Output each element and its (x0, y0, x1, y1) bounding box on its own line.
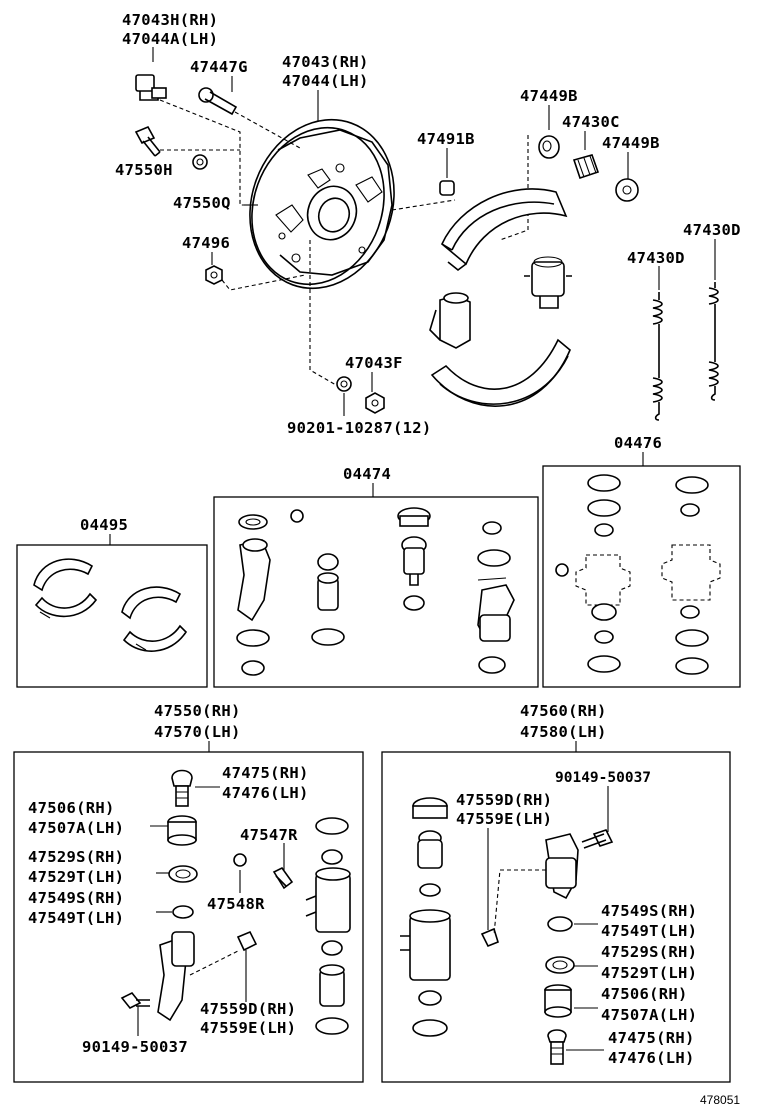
label-47476-left: 47476(LH) (222, 784, 309, 802)
label-47549S-left: 47549S(RH) (28, 889, 124, 907)
label-47549T-left: 47549T(LH) (28, 909, 124, 927)
assembly-box-47560 (381, 751, 731, 1083)
label-04495: 04495 (80, 516, 128, 534)
bleeder-plug-left-icon (171, 769, 193, 807)
label-47550: 47550(RH) (154, 702, 241, 720)
bleeder-screw-left-icon (272, 866, 294, 890)
kit-box-04474 (213, 496, 539, 688)
wheel-cylinder-left-body-icon (305, 817, 351, 1035)
label-47475-left: 47475(RH) (222, 764, 309, 782)
label-47559E-left: 47559E(LH) (200, 1019, 296, 1037)
clip-right-icon (480, 927, 499, 948)
label-47447G: 47447G (190, 58, 248, 76)
piston-right-icon (544, 984, 572, 1018)
nut-icon (205, 265, 223, 285)
screw-icon (336, 376, 352, 392)
return-spring-left-icon (652, 292, 663, 421)
label-47559E-right: 47559E(LH) (456, 810, 552, 828)
label-47559D-right: 47559D(RH) (456, 791, 552, 809)
label-47506-right: 47506(RH) (601, 985, 688, 1003)
label-47529T-left: 47529T(LH) (28, 868, 124, 886)
label-47043: 47043(RH) (282, 53, 369, 71)
backing-lever-left-icon (157, 931, 241, 1022)
cup-left-icon (168, 865, 198, 883)
label-47475-right: 47475(RH) (608, 1029, 695, 1047)
label-47507A-right: 47507A(LH) (601, 1006, 697, 1024)
label-47476-right: 47476(LH) (608, 1049, 695, 1067)
wheel-cylinder-right-body-icon (400, 797, 451, 1037)
label-90149-right: 90149-50037 (555, 770, 651, 786)
assembly-box-47550 (13, 751, 364, 1083)
adjuster-screw-icon (572, 154, 600, 180)
label-90149-left: 90149-50037 (82, 1038, 188, 1056)
adjuster-cap-icon (538, 135, 560, 159)
brake-shoe-lower-icon (430, 338, 571, 407)
label-47559D-left: 47559D(RH) (200, 1000, 296, 1018)
label-47529T-right: 47529T(LH) (601, 964, 697, 982)
label-47430D-right: 47430D (683, 221, 741, 239)
label-47580: 47580(LH) (520, 723, 607, 741)
bleeder-cap-icon (192, 154, 208, 170)
brake-shoe-upper-icon (441, 188, 568, 272)
adjuster-nut-icon (615, 178, 639, 202)
label-47547R: 47547R (240, 826, 298, 844)
label-47570: 47570(LH) (154, 723, 241, 741)
kit-box-04495 (16, 544, 208, 688)
piston-left-icon (167, 815, 197, 846)
label-47549S-right: 47549S(RH) (601, 902, 697, 920)
label-47430D-left: 47430D (627, 249, 685, 267)
kit-box-04476 (542, 465, 741, 688)
bolt-left-icon (120, 991, 150, 1010)
clip-icon (439, 180, 455, 196)
label-47548R: 47548R (207, 895, 265, 913)
anchor-pin-icon (198, 87, 238, 116)
figure-number: 478051 (700, 1093, 740, 1107)
bolt-right-icon (581, 829, 614, 849)
cylinder-kit-04474-icon (236, 507, 515, 676)
wheel-cylinder-left-icon (429, 292, 471, 349)
spring-seat-right-icon (547, 916, 573, 932)
label-47449B-top: 47449B (520, 87, 578, 105)
bleeder-cap-left-icon (233, 853, 247, 867)
lock-nut-icon (365, 392, 385, 414)
label-47550Q: 47550Q (173, 194, 231, 212)
label-47044A: 47044A(LH) (122, 30, 218, 48)
label-47491B: 47491B (417, 130, 475, 148)
label-47449B-right: 47449B (602, 134, 660, 152)
hub-bolt-icon (135, 74, 167, 101)
shoe-kit-icon (33, 558, 188, 652)
cylinder-kit-04476-icon (555, 474, 721, 675)
label-47506-left: 47506(RH) (28, 799, 115, 817)
clip-left-icon (236, 930, 258, 952)
label-47507A-left: 47507A(LH) (28, 819, 124, 837)
label-47043F: 47043F (345, 354, 403, 372)
bleeder-bolt-icon (134, 125, 161, 157)
label-47529S-left: 47529S(RH) (28, 848, 124, 866)
label-47044: 47044(LH) (282, 72, 369, 90)
label-47560: 47560(RH) (520, 702, 607, 720)
label-04474: 04474 (343, 465, 391, 483)
bleeder-plug-right-icon (547, 1029, 567, 1065)
label-47549T-right: 47549T(LH) (601, 922, 697, 940)
label-47430C: 47430C (562, 113, 620, 131)
wheel-cylinder-top-icon (524, 256, 572, 309)
label-47550H: 47550H (115, 161, 173, 179)
cup-right-icon (545, 956, 575, 974)
label-47496: 47496 (182, 234, 230, 252)
return-spring-right-icon (708, 282, 719, 401)
label-47043H: 47043H(RH) (122, 11, 218, 29)
brake-backing-plate-icon (249, 118, 395, 290)
label-90201-10287: 90201-10287(12) (287, 419, 431, 437)
backing-lever-right-icon (493, 833, 579, 936)
label-04476: 04476 (614, 434, 662, 452)
spring-seat-left-icon (172, 905, 194, 919)
label-47529S-right: 47529S(RH) (601, 943, 697, 961)
